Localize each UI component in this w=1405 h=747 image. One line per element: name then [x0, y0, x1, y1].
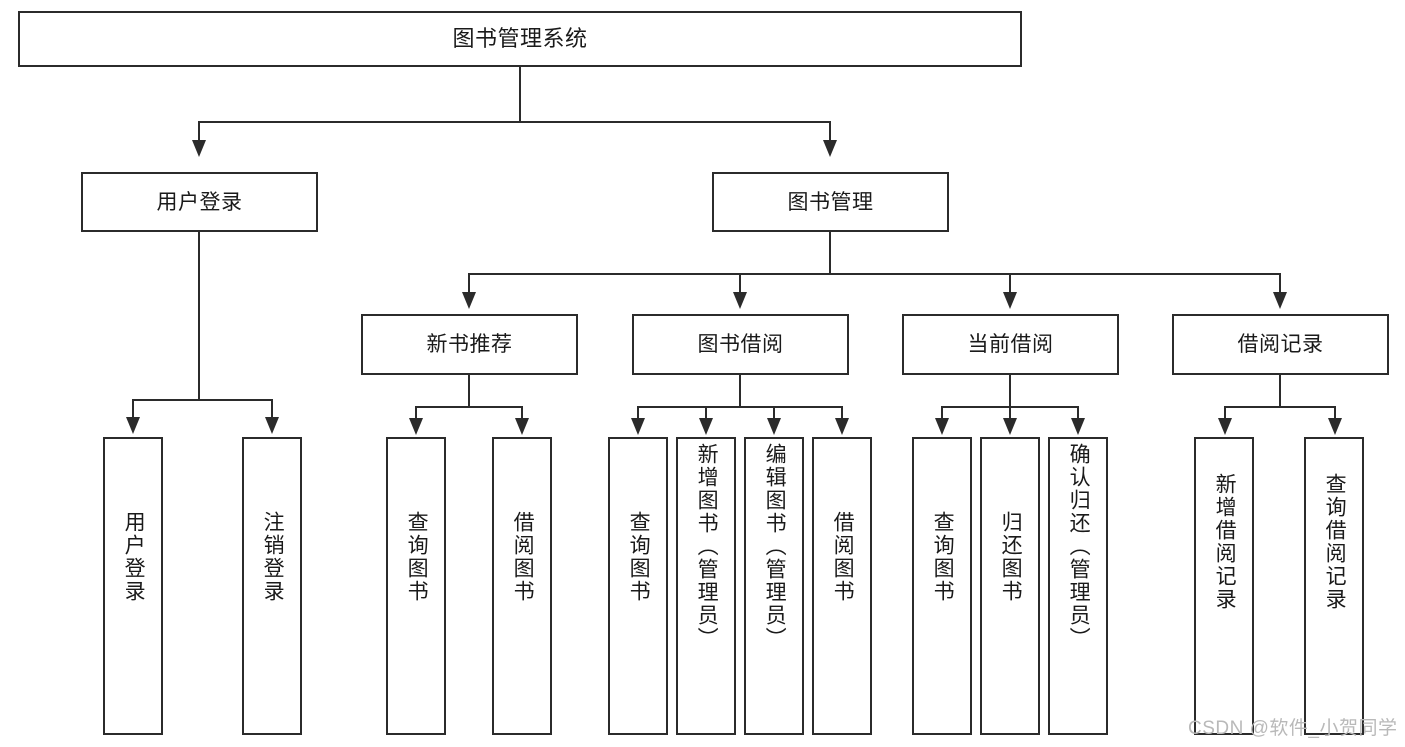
connector-to-leaf-confirm-return: [1077, 406, 1079, 420]
node-leaf-query-book-3[interactable]: 查询图书: [912, 437, 972, 735]
node-leaf-logout-label: 注销登录: [261, 511, 285, 603]
connector-book-manage-stem: [829, 232, 831, 273]
connector-level2-bus: [198, 121, 831, 123]
connector-to-leaf-query-book-2: [637, 406, 639, 420]
arrow-to-current-borrow: [1003, 292, 1017, 309]
connector-borrow-record-bus: [1224, 406, 1335, 408]
arrow-to-book-borrow: [733, 292, 747, 309]
node-leaf-query-book-2[interactable]: 查询图书: [608, 437, 668, 735]
connector-level3-bus: [468, 273, 1280, 275]
arrow-to-leaf-query-record: [1328, 418, 1342, 435]
node-leaf-borrow-book-2-label: 借阅图书: [831, 511, 855, 603]
node-leaf-user-login[interactable]: 用户登录: [103, 437, 163, 735]
node-book-borrow-label: 图书借阅: [697, 333, 784, 356]
node-leaf-confirm-return-label: 确认归还（管理员）: [1067, 443, 1091, 650]
connector-user-login-stem: [198, 232, 200, 399]
connector-to-book-manage: [829, 121, 831, 143]
node-borrow-record-label: 借阅记录: [1237, 333, 1324, 356]
node-leaf-query-record-label: 查询借阅记录: [1323, 473, 1347, 611]
node-leaf-borrow-book-1[interactable]: 借阅图书: [492, 437, 552, 735]
connector-to-leaf-query-record: [1334, 406, 1336, 420]
arrow-to-user-login: [192, 140, 206, 157]
connector-to-leaf-query-book-1: [415, 406, 417, 420]
arrow-to-leaf-borrow-book-2: [835, 418, 849, 435]
arrow-to-leaf-add-book: [699, 418, 713, 435]
node-leaf-borrow-book-2[interactable]: 借阅图书: [812, 437, 872, 735]
arrow-to-leaf-return-book: [1003, 418, 1017, 435]
arrow-to-leaf-borrow-book-1: [515, 418, 529, 435]
connector-to-leaf-add-book: [705, 406, 707, 420]
node-new-book-rec-label: 新书推荐: [426, 333, 513, 356]
connector-to-leaf-query-book-3: [941, 406, 943, 420]
connector-to-new-book-rec: [468, 273, 470, 295]
arrow-to-leaf-query-book-1: [409, 418, 423, 435]
arrow-to-leaf-edit-book: [767, 418, 781, 435]
connector-current-borrow-stem: [1009, 375, 1011, 406]
arrow-to-leaf-user-login: [126, 417, 140, 434]
connector-borrow-record-stem: [1279, 375, 1281, 406]
connector-to-leaf-edit-book: [773, 406, 775, 420]
node-leaf-query-book-1-label: 查询图书: [405, 511, 429, 603]
node-leaf-query-book-1[interactable]: 查询图书: [386, 437, 446, 735]
node-leaf-add-book-label: 新增图书（管理员）: [695, 443, 719, 650]
connector-to-leaf-borrow-book-2: [841, 406, 843, 420]
node-book-borrow[interactable]: 图书借阅: [632, 314, 849, 375]
node-leaf-add-record-label: 新增借阅记录: [1213, 473, 1237, 611]
node-current-borrow-label: 当前借阅: [967, 333, 1054, 356]
connector-to-leaf-return-book: [1009, 406, 1011, 420]
node-leaf-confirm-return[interactable]: 确认归还（管理员）: [1048, 437, 1108, 735]
connector-to-user-login: [198, 121, 200, 143]
arrow-to-leaf-logout: [265, 417, 279, 434]
arrow-to-leaf-query-book-2: [631, 418, 645, 435]
connector-to-book-borrow: [739, 273, 741, 295]
node-borrow-record[interactable]: 借阅记录: [1172, 314, 1389, 375]
connector-book-borrow-stem: [739, 375, 741, 406]
node-leaf-logout[interactable]: 注销登录: [242, 437, 302, 735]
node-user-login-label: 用户登录: [156, 190, 243, 214]
connector-to-current-borrow: [1009, 273, 1011, 295]
connector-to-leaf-borrow-book-1: [521, 406, 523, 420]
node-user-login[interactable]: 用户登录: [81, 172, 318, 232]
connector-root-stem: [519, 67, 521, 121]
connector-to-borrow-record: [1279, 273, 1281, 295]
node-leaf-edit-book-label: 编辑图书（管理员）: [763, 443, 787, 650]
connector-user-login-bus: [132, 399, 272, 401]
node-book-manage-label: 图书管理: [787, 190, 874, 214]
node-leaf-borrow-book-1-label: 借阅图书: [511, 511, 535, 603]
watermark: CSDN @软件_小贺同学: [1188, 718, 1398, 739]
node-book-manage[interactable]: 图书管理: [712, 172, 949, 232]
connector-to-leaf-user-login: [132, 399, 134, 419]
node-leaf-add-book[interactable]: 新增图书（管理员）: [676, 437, 736, 735]
connector-to-leaf-logout: [271, 399, 273, 419]
node-leaf-query-book-2-label: 查询图书: [627, 511, 651, 603]
connector-new-book-rec-stem: [468, 375, 470, 406]
node-leaf-return-book-label: 归还图书: [999, 511, 1023, 603]
connector-new-book-rec-bus: [415, 406, 522, 408]
arrow-to-leaf-confirm-return: [1071, 418, 1085, 435]
node-root-label: 图书管理系统: [452, 26, 588, 51]
node-leaf-user-login-label: 用户登录: [122, 511, 146, 603]
node-leaf-return-book[interactable]: 归还图书: [980, 437, 1040, 735]
arrow-to-leaf-add-record: [1218, 418, 1232, 435]
node-leaf-edit-book[interactable]: 编辑图书（管理员）: [744, 437, 804, 735]
node-leaf-query-record[interactable]: 查询借阅记录: [1304, 437, 1364, 735]
node-root[interactable]: 图书管理系统: [18, 11, 1022, 67]
node-leaf-add-record[interactable]: 新增借阅记录: [1194, 437, 1254, 735]
connector-book-borrow-bus: [637, 406, 842, 408]
connector-to-leaf-add-record: [1224, 406, 1226, 420]
arrow-to-book-manage: [823, 140, 837, 157]
arrow-to-borrow-record: [1273, 292, 1287, 309]
node-current-borrow[interactable]: 当前借阅: [902, 314, 1119, 375]
arrow-to-leaf-query-book-3: [935, 418, 949, 435]
arrow-to-new-book-rec: [462, 292, 476, 309]
node-leaf-query-book-3-label: 查询图书: [931, 511, 955, 603]
node-new-book-rec[interactable]: 新书推荐: [361, 314, 578, 375]
